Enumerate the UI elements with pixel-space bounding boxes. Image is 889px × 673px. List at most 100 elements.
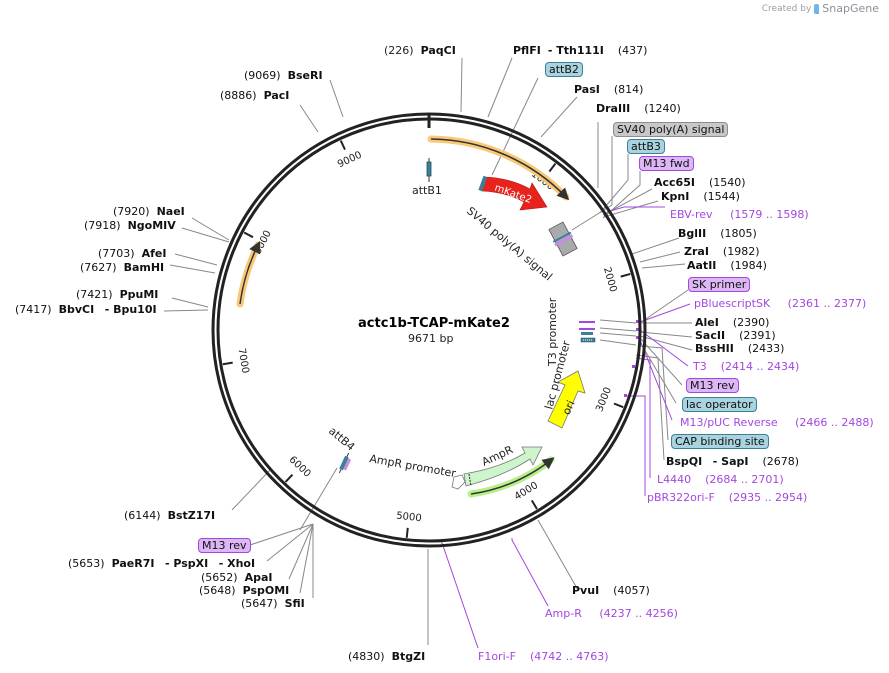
- site-position: (7627): [80, 261, 117, 274]
- leader-pasi: [540, 96, 578, 138]
- site-name-alt: - PspXI: [164, 557, 209, 570]
- feature-tag-sv40[interactable]: SV40 poly(A) signal: [613, 122, 729, 137]
- site-btgzi[interactable]: (4830) BtgZI: [348, 650, 425, 663]
- tick-mark: [284, 474, 294, 483]
- site-name: BtgZI: [391, 650, 426, 663]
- feature-tag-cap-binding-site[interactable]: CAP binding site: [671, 434, 769, 449]
- site-bsshii[interactable]: BssHII (2433): [695, 342, 784, 355]
- feature-tag-sk-primer[interactable]: SK primer: [688, 277, 751, 292]
- site-aatii[interactable]: AatII (1984): [687, 259, 767, 272]
- site-name: SacII: [695, 329, 726, 342]
- primer-amp-r[interactable]: Amp-R (4237 .. 4256): [545, 607, 678, 620]
- primer-l4440[interactable]: L4440 (2684 .. 2701): [657, 473, 784, 486]
- leader-lac-operator: [639, 341, 677, 404]
- site-acc65i[interactable]: Acc65I (1540): [654, 176, 746, 189]
- tag-label: SV40 poly(A) signal: [613, 122, 729, 137]
- site-paer7i[interactable]: (5653) PaeR7I - PspXI - XhoI: [68, 557, 255, 570]
- primer-name: F1ori-F: [478, 650, 516, 663]
- ampr-feature[interactable]: AmpR: [451, 443, 543, 490]
- site-pasi[interactable]: PasI (814): [574, 83, 643, 96]
- site-name-alt: - SapI: [712, 455, 749, 468]
- site-name: AleI: [695, 316, 719, 329]
- leader-f1ori: [437, 539, 479, 649]
- primer-leaders: [437, 206, 691, 649]
- site-position: (7421): [76, 288, 113, 301]
- site-apai[interactable]: (5652) ApaI: [201, 571, 272, 584]
- site-name: AatII: [687, 259, 717, 272]
- primer-pbr322ori-f[interactable]: pBR322ori-F (2935 .. 2954): [647, 491, 807, 504]
- leader-pspomi: [299, 523, 314, 594]
- site-bstz17i[interactable]: (6144) BstZ17I: [124, 509, 215, 522]
- site-position: (1240): [644, 102, 681, 115]
- primer-range: (1579 .. 1598): [730, 208, 809, 221]
- leader-pbluescriptsk: [639, 303, 691, 323]
- feature-tag-m13fwd[interactable]: M13 fwd: [639, 156, 694, 171]
- primer-pbluescriptsk[interactable]: pBluescriptSK (2361 .. 2377): [694, 297, 866, 310]
- site-pflfi[interactable]: PflFI - Tth111I (437): [513, 44, 647, 57]
- leader-sk-primer: [639, 289, 689, 324]
- primer-f1ori-f[interactable]: F1ori-F (4742 .. 4763): [478, 650, 609, 663]
- feature-tag-attb3[interactable]: attB3: [627, 139, 665, 154]
- leader-bamhi: [169, 264, 216, 274]
- leader-m13puc: [639, 339, 673, 421]
- site-bbvci[interactable]: (7417) BbvCI - Bpu10I: [15, 303, 157, 316]
- site-name: PflFI: [513, 44, 541, 57]
- site-name: BglII: [678, 227, 707, 240]
- site-bamhi[interactable]: (7627) BamHI: [80, 261, 164, 274]
- leader-attb2: [491, 77, 539, 176]
- site-zrai[interactable]: ZraI (1982): [684, 245, 760, 258]
- primer-range: (2466 .. 2488): [795, 416, 874, 429]
- site-sacii[interactable]: SacII (2391): [695, 329, 776, 342]
- leader-paqci: [460, 57, 463, 113]
- site-naei[interactable]: (7920) NaeI: [113, 205, 185, 218]
- primer-name: T3: [693, 360, 707, 373]
- leader-apai: [288, 523, 314, 580]
- site-ppumi[interactable]: (7421) PpuMI: [76, 288, 158, 301]
- tick-label: 5000: [396, 511, 422, 525]
- site-position: (6144): [124, 509, 161, 522]
- snapgene-logo-icon: [814, 3, 820, 14]
- leader-sacii: [639, 331, 693, 338]
- site-position: (4830): [348, 650, 385, 663]
- site-bspqi[interactable]: BspQI - SapI (2678): [666, 455, 799, 468]
- site-kpni[interactable]: KpnI (1544): [661, 190, 740, 203]
- site-pvui[interactable]: PvuI (4057): [572, 584, 650, 597]
- site-name: BspQI: [666, 455, 703, 468]
- site-paci[interactable]: (8886) PacI: [220, 89, 289, 102]
- site-sfii[interactable]: (5647) SfiI: [241, 597, 305, 610]
- site-position: (226): [384, 44, 414, 57]
- feature-tag-m13rev-left[interactable]: M13 rev: [198, 538, 251, 553]
- site-name: BbvCI: [58, 303, 95, 316]
- site-alei[interactable]: AleI (2390): [695, 316, 769, 329]
- leader-m13rev-left: [249, 523, 314, 546]
- site-position: (9069): [244, 69, 281, 82]
- site-name: SfiI: [284, 597, 305, 610]
- ori-feature[interactable]: ori: [547, 370, 586, 429]
- site-position: (1544): [703, 190, 740, 203]
- site-bseri[interactable]: (9069) BseRI: [244, 69, 323, 82]
- leader-ebv-rev: [606, 206, 665, 213]
- site-ngomiv[interactable]: (7918) NgoMIV: [84, 219, 176, 232]
- tick-mark: [548, 162, 557, 173]
- snapgene-branding: Created by SnapGene: [762, 2, 879, 15]
- feature-tag-lac-operator[interactable]: lac operator: [682, 397, 757, 412]
- site-name: BssHII: [695, 342, 734, 355]
- leader-aatii: [641, 263, 686, 269]
- tick-mark: [405, 527, 409, 538]
- tag-label: M13 rev: [686, 378, 739, 393]
- site-pspomi[interactable]: (5648) PspOMI: [199, 584, 289, 597]
- primer-ebv-rev[interactable]: EBV-rev (1579 .. 1598): [670, 208, 809, 221]
- site-position: (5648): [199, 584, 236, 597]
- feature-tag-m13rev[interactable]: M13 rev: [686, 378, 739, 393]
- site-position: (2391): [739, 329, 776, 342]
- feature-tag-attb2[interactable]: attB2: [545, 62, 583, 77]
- leader-inner-1: [599, 319, 637, 324]
- leader-m13rev: [639, 337, 683, 386]
- site-draiii[interactable]: DraIII (1240): [596, 102, 681, 115]
- site-afei[interactable]: (7703) AfeI: [98, 247, 166, 260]
- site-bglii[interactable]: BglII (1805): [678, 227, 757, 240]
- primer-t3[interactable]: T3 (2414 .. 2434): [693, 360, 799, 373]
- primer-m13-puc-reverse[interactable]: M13/pUC Reverse (2466 .. 2488): [680, 416, 874, 429]
- primer-range: (2935 .. 2954): [728, 491, 808, 504]
- site-paqci[interactable]: (226) PaqCI: [384, 44, 456, 57]
